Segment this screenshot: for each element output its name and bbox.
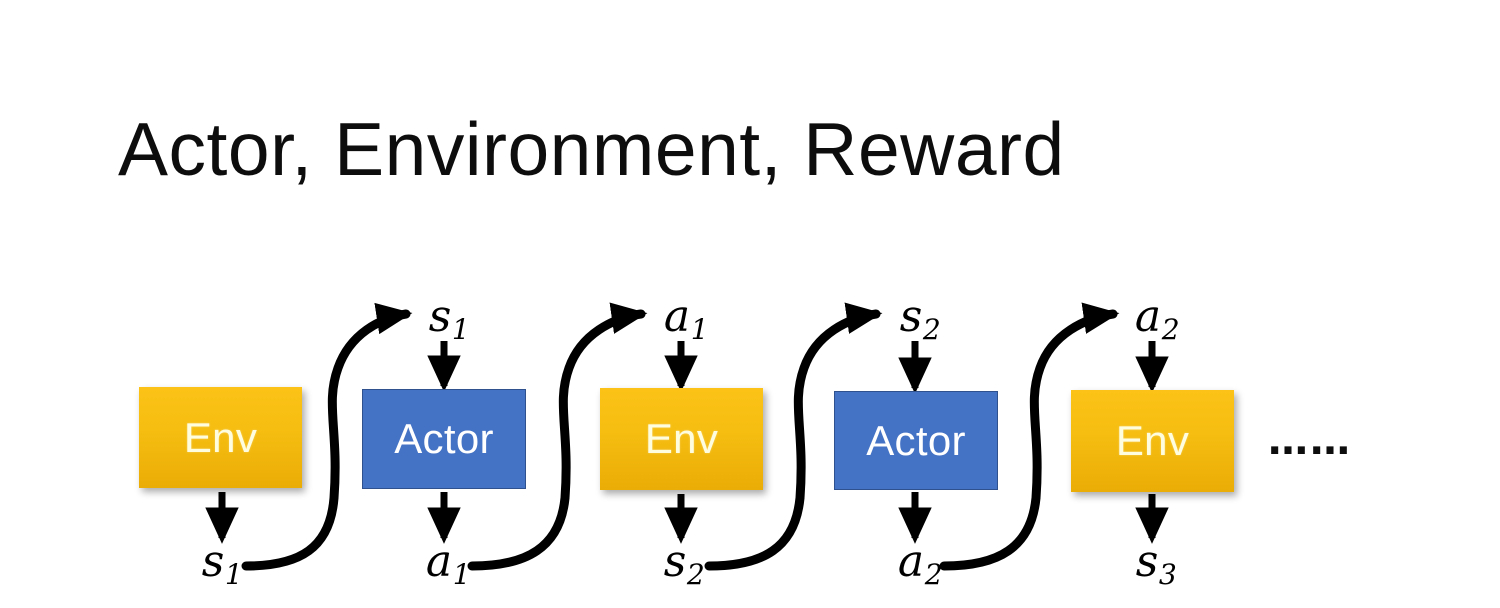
symbol-top-a2: a2 <box>1135 295 1180 345</box>
symbol-top-a1: a1 <box>664 295 709 345</box>
symbol-bottom-a1-sub: 1 <box>452 558 471 592</box>
node-env-2[interactable]: Env <box>600 388 763 490</box>
symbol-top-s2-base: s <box>899 291 923 342</box>
symbol-top-a1-sub: 1 <box>690 313 709 347</box>
symbol-top-a1-base: a <box>663 291 691 342</box>
node-env-3-label: Env <box>1115 417 1190 464</box>
node-env-3[interactable]: Env <box>1071 390 1234 492</box>
symbol-top-a2-base: a <box>1134 291 1162 342</box>
node-env-1-label: Env <box>183 413 258 461</box>
symbol-top-s2: s2 <box>900 295 941 345</box>
symbol-bottom-a1: a1 <box>426 540 471 590</box>
symbol-bottom-s2: s2 <box>664 540 705 590</box>
node-env-1[interactable]: Env <box>139 387 302 488</box>
node-actor-1-label: Actor <box>394 415 494 462</box>
ellipsis-continuation: …… <box>1268 418 1352 464</box>
symbol-bottom-s1-base: s <box>201 536 225 587</box>
node-actor-1[interactable]: Actor <box>362 389 526 489</box>
symbol-bottom-a2-sub: 2 <box>924 558 943 592</box>
node-env-2-label: Env <box>644 415 719 462</box>
node-actor-2-label: Actor <box>866 416 966 464</box>
symbol-bottom-s3-base: s <box>1135 536 1159 587</box>
symbol-bottom-a2: a2 <box>898 540 943 590</box>
symbol-bottom-s1: s1 <box>202 540 243 590</box>
node-actor-2[interactable]: Actor <box>834 391 998 490</box>
symbol-top-s1: s1 <box>429 295 470 345</box>
symbol-bottom-s1-sub: 1 <box>224 558 243 592</box>
symbol-top-a2-sub: 2 <box>1161 313 1180 347</box>
symbol-top-s2-sub: 2 <box>922 313 941 347</box>
symbol-top-s1-base: s <box>428 291 452 342</box>
page-title: Actor, Environment, Reward <box>118 107 1065 191</box>
symbol-bottom-s2-sub: 2 <box>686 558 705 592</box>
symbol-bottom-s3: s3 <box>1136 540 1177 590</box>
symbol-bottom-a1-base: a <box>425 536 453 587</box>
symbol-top-s1-sub: 1 <box>451 313 470 347</box>
symbol-bottom-s3-sub: 3 <box>1158 558 1177 592</box>
symbol-bottom-a2-base: a <box>897 536 925 587</box>
symbol-bottom-s2-base: s <box>663 536 687 587</box>
